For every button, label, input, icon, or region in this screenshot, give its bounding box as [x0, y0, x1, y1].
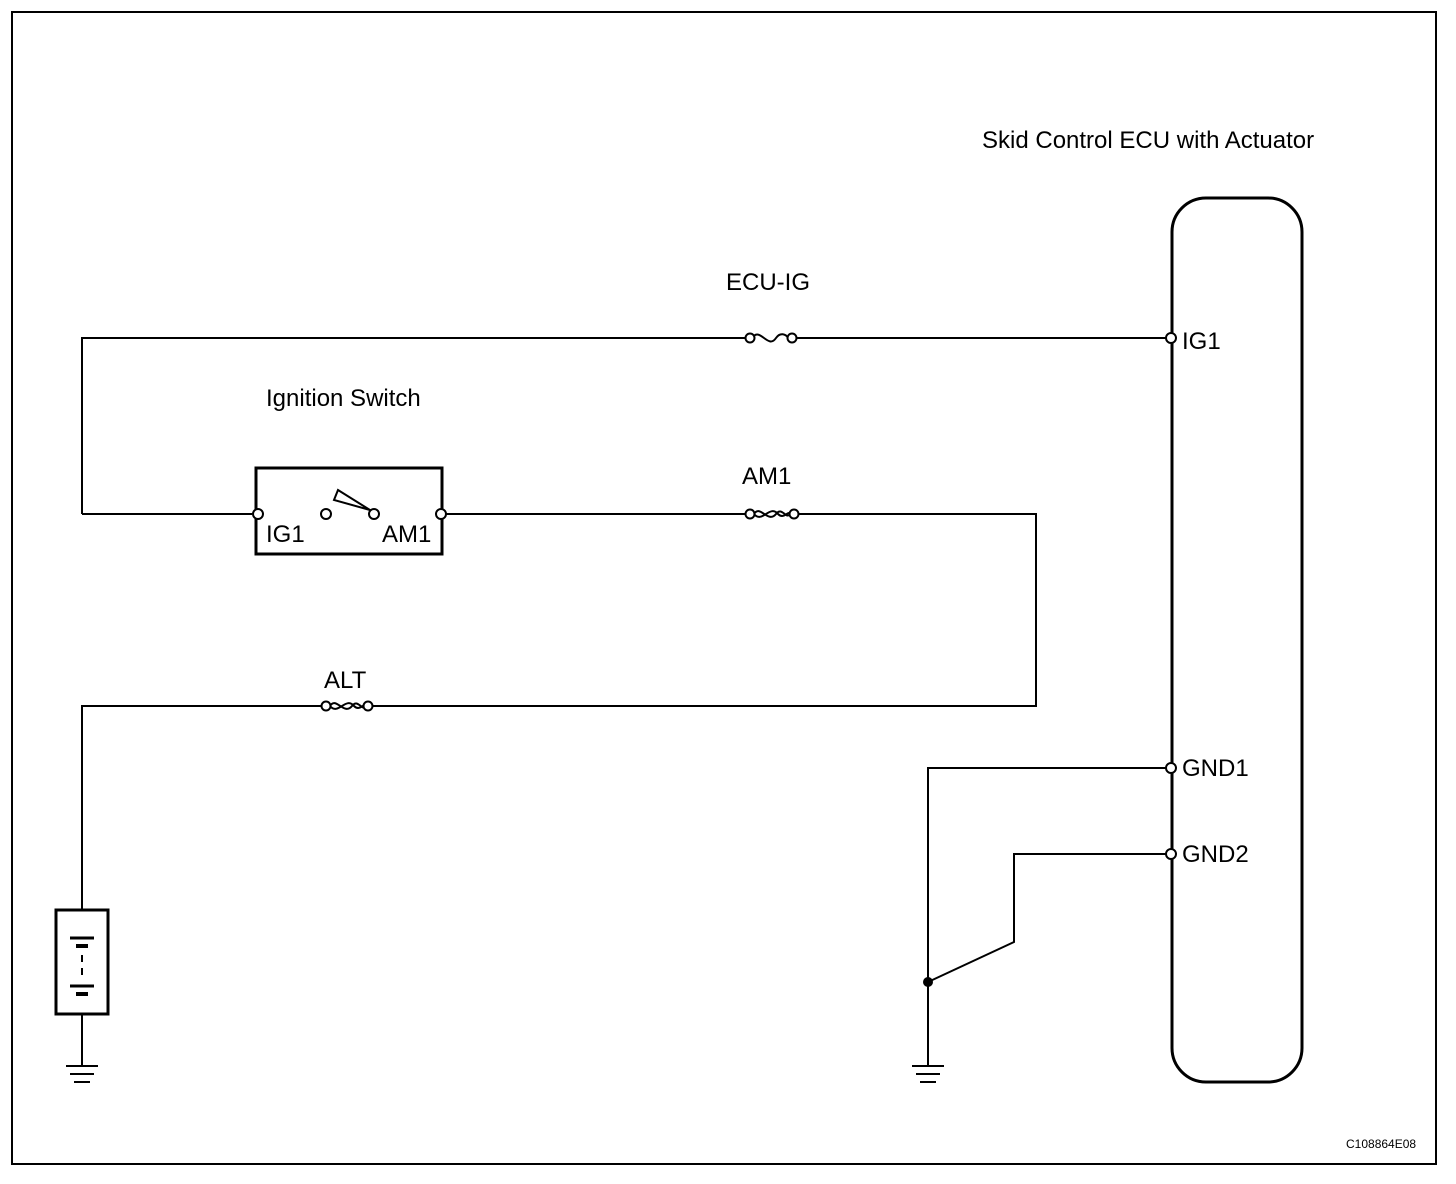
- ecu-ig-fuse-terminal-left: [744, 332, 756, 344]
- gnd2-wire: [927, 853, 1166, 983]
- alt-fuse-terminal-left: [320, 700, 332, 712]
- ecu-pin-gnd1-label: GND1: [1182, 755, 1249, 782]
- ignition-switch-title: Ignition Switch: [266, 385, 421, 412]
- alt-to-battery-wire: [81, 705, 322, 910]
- am1-fuse-terminal-left: [744, 508, 756, 520]
- switch-blade-icon: [332, 488, 371, 511]
- switch-ig1-terminal: [252, 508, 264, 520]
- switch-ig1-label: IG1: [266, 521, 305, 548]
- am1-fuse-label: AM1: [742, 463, 791, 490]
- ecu-title: Skid Control ECU with Actuator: [982, 127, 1314, 154]
- switch-am1-terminal: [435, 508, 447, 520]
- am1-fuse-element: [753, 510, 791, 518]
- ecu-ground-icon: [912, 1065, 944, 1083]
- ground-splice-point: [923, 977, 933, 987]
- ecu-ig-fuse-element: [751, 333, 789, 343]
- battery-ground-icon: [66, 1065, 98, 1083]
- am1-fuse-terminal-right: [788, 508, 800, 520]
- figure-code: C108864E08: [1346, 1137, 1416, 1151]
- ecu-pin-gnd2-terminal: [1165, 848, 1177, 860]
- ecu-pin-ig1-label: IG1: [1182, 328, 1221, 355]
- switch-contact-right: [368, 508, 380, 520]
- ig1-feed-wire: [81, 337, 748, 514]
- ecu-pin-gnd1-terminal: [1165, 762, 1177, 774]
- ecu-ig-fuse-terminal-right: [786, 332, 798, 344]
- ecu-body: [1170, 196, 1304, 1084]
- diagram-border: [11, 11, 1437, 1165]
- ecu-ig-fuse-label: ECU-IG: [726, 269, 810, 296]
- alt-fuse-terminal-right: [362, 700, 374, 712]
- switch-am1-label: AM1: [382, 521, 431, 548]
- alt-fuse-element: [329, 702, 367, 710]
- ecu-pin-gnd2-label: GND2: [1182, 841, 1249, 868]
- ecu-pin-ig1-terminal: [1165, 332, 1177, 344]
- gnd1-wire: [927, 767, 1166, 1066]
- switch-contact-left: [320, 508, 332, 520]
- am1-to-alt-wire: [372, 513, 1037, 707]
- alt-fuse-label: ALT: [324, 667, 367, 694]
